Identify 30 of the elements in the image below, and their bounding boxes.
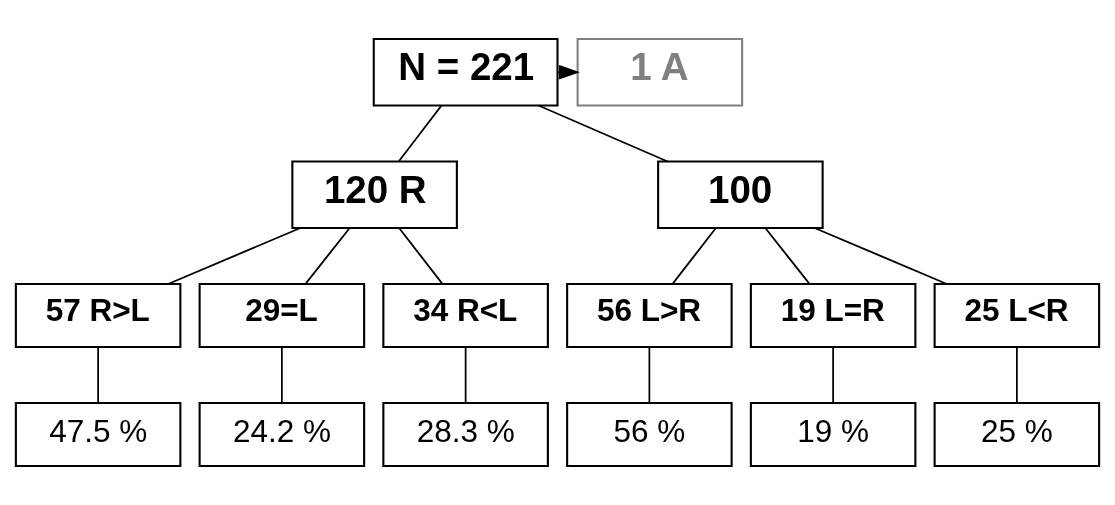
node-box: 1 A [576, 37, 744, 107]
connector [398, 227, 443, 285]
arrow [557, 64, 580, 80]
node-box: 34 R<L [382, 282, 549, 349]
node-box: 19 L=R [749, 282, 917, 349]
node-box: 25 L<R [933, 282, 1101, 349]
node-box: 29=L [198, 282, 366, 349]
node-box: 56 % [566, 401, 733, 468]
connector [648, 346, 651, 404]
node-box: 57 R>L [14, 282, 182, 349]
connector [305, 227, 351, 285]
connector [764, 227, 810, 285]
node-box: 24.2 % [198, 401, 366, 468]
connector [1016, 346, 1018, 404]
connector [832, 346, 834, 404]
node-box: 100 [657, 160, 824, 230]
node-box: 28.3 % [382, 401, 549, 468]
node-box: 120 R [291, 160, 458, 230]
connector [814, 227, 948, 285]
node-box: 56 L>R [566, 282, 733, 349]
connector [537, 104, 669, 163]
connector [672, 227, 717, 285]
node-box: 47.5 % [14, 401, 182, 468]
connector [281, 346, 283, 404]
connector [97, 346, 99, 404]
node-box: 19 % [749, 401, 917, 468]
connector [398, 105, 443, 162]
node-box: 25 % [933, 401, 1101, 468]
connector [464, 346, 467, 404]
connector [167, 227, 301, 285]
